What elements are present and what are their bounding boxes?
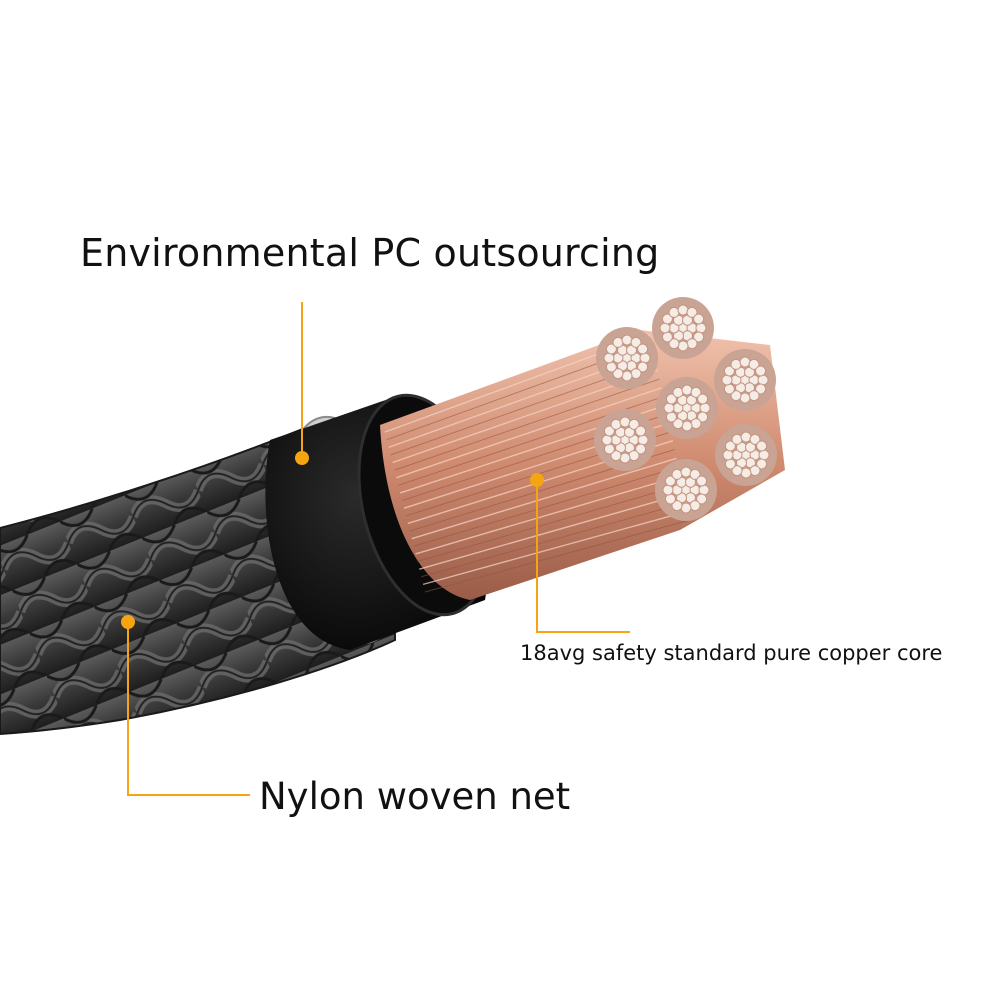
strand-end: [637, 343, 649, 355]
strand-end: [661, 313, 673, 325]
strand-end: [696, 475, 708, 487]
callout-line-nylon-braid: [127, 622, 250, 796]
label-copper-core: 18avg safety standard pure copper core: [520, 641, 943, 665]
strand-end: [662, 484, 674, 496]
strand-end: [693, 313, 705, 325]
strand-end: [635, 443, 647, 455]
strand-end: [663, 402, 675, 414]
strand-end: [671, 468, 683, 480]
strand-end: [619, 416, 631, 428]
strand-end: [603, 352, 615, 364]
strand-end: [693, 331, 705, 343]
strand-end: [749, 433, 761, 445]
strand-end: [681, 384, 693, 396]
strand-end: [721, 374, 733, 386]
strand-end: [730, 358, 742, 370]
strand-end: [756, 458, 768, 470]
callout-lines: [127, 302, 630, 796]
strand-end: [610, 418, 622, 430]
strand-end: [664, 493, 676, 505]
strand-end: [686, 338, 698, 350]
strand-end: [628, 418, 640, 430]
strand-end: [739, 356, 751, 368]
strand-end: [635, 425, 647, 437]
strand-end: [605, 361, 617, 373]
strand-end: [680, 466, 692, 478]
label-nylon-braid: Nylon woven net: [259, 775, 571, 818]
strand-end: [749, 465, 761, 477]
strand-end: [601, 434, 613, 446]
strand-end: [637, 434, 649, 446]
strand-end: [659, 322, 671, 334]
strand-end: [681, 420, 693, 432]
callout-dot-icon: [121, 615, 135, 629]
callout-dot-icon: [530, 473, 544, 487]
strand-end: [603, 443, 615, 455]
strand-end: [756, 440, 768, 452]
strand-end: [755, 383, 767, 395]
strand-end: [672, 418, 684, 430]
strand-end: [731, 465, 743, 477]
strand-end: [690, 418, 702, 430]
strand-end: [661, 331, 673, 343]
strand-end: [665, 411, 677, 423]
strand-end: [697, 411, 709, 423]
strand-end: [755, 365, 767, 377]
strand-end: [621, 334, 633, 346]
strand-end: [637, 361, 649, 373]
strand-end: [612, 336, 624, 348]
strand-end: [619, 452, 631, 464]
strand-end: [610, 450, 622, 462]
strand-end: [671, 500, 683, 512]
strand-end: [680, 502, 692, 514]
strand-end: [723, 383, 735, 395]
strand-end: [690, 386, 702, 398]
strand-end: [757, 374, 769, 386]
strand-end: [740, 431, 752, 443]
strand-end: [748, 358, 760, 370]
strand-end: [630, 368, 642, 380]
copper-strand-ends: [594, 297, 777, 521]
strand-end: [740, 467, 752, 479]
strand-end: [696, 493, 708, 505]
strand-end: [677, 340, 689, 352]
strand-end: [668, 338, 680, 350]
callout-dot-icon: [295, 451, 309, 465]
strand-end: [697, 393, 709, 405]
strand-end: [672, 386, 684, 398]
strand-end: [603, 425, 615, 437]
strand-end: [698, 484, 710, 496]
strand-end: [730, 390, 742, 402]
strand-end: [621, 370, 633, 382]
strand-end: [723, 365, 735, 377]
strand-end: [639, 352, 651, 364]
strand-end: [612, 368, 624, 380]
callout-line-copper-core: [536, 480, 630, 633]
strand-end: [699, 402, 711, 414]
strand-end: [664, 475, 676, 487]
strand-end: [695, 322, 707, 334]
strand-end: [739, 392, 751, 404]
strand-end: [630, 336, 642, 348]
label-pc-jacket: Environmental PC outsourcing: [80, 231, 660, 275]
strand-end: [748, 390, 760, 402]
strand-end: [731, 433, 743, 445]
strand-end: [665, 393, 677, 405]
strand-end: [686, 306, 698, 318]
strand-end: [689, 468, 701, 480]
strand-end: [677, 304, 689, 316]
strand-end: [758, 449, 770, 461]
strand-end: [628, 450, 640, 462]
strand-end: [668, 306, 680, 318]
strand-end: [724, 458, 736, 470]
strand-end: [724, 440, 736, 452]
strand-end: [689, 500, 701, 512]
strand-end: [722, 449, 734, 461]
strand-end: [605, 343, 617, 355]
